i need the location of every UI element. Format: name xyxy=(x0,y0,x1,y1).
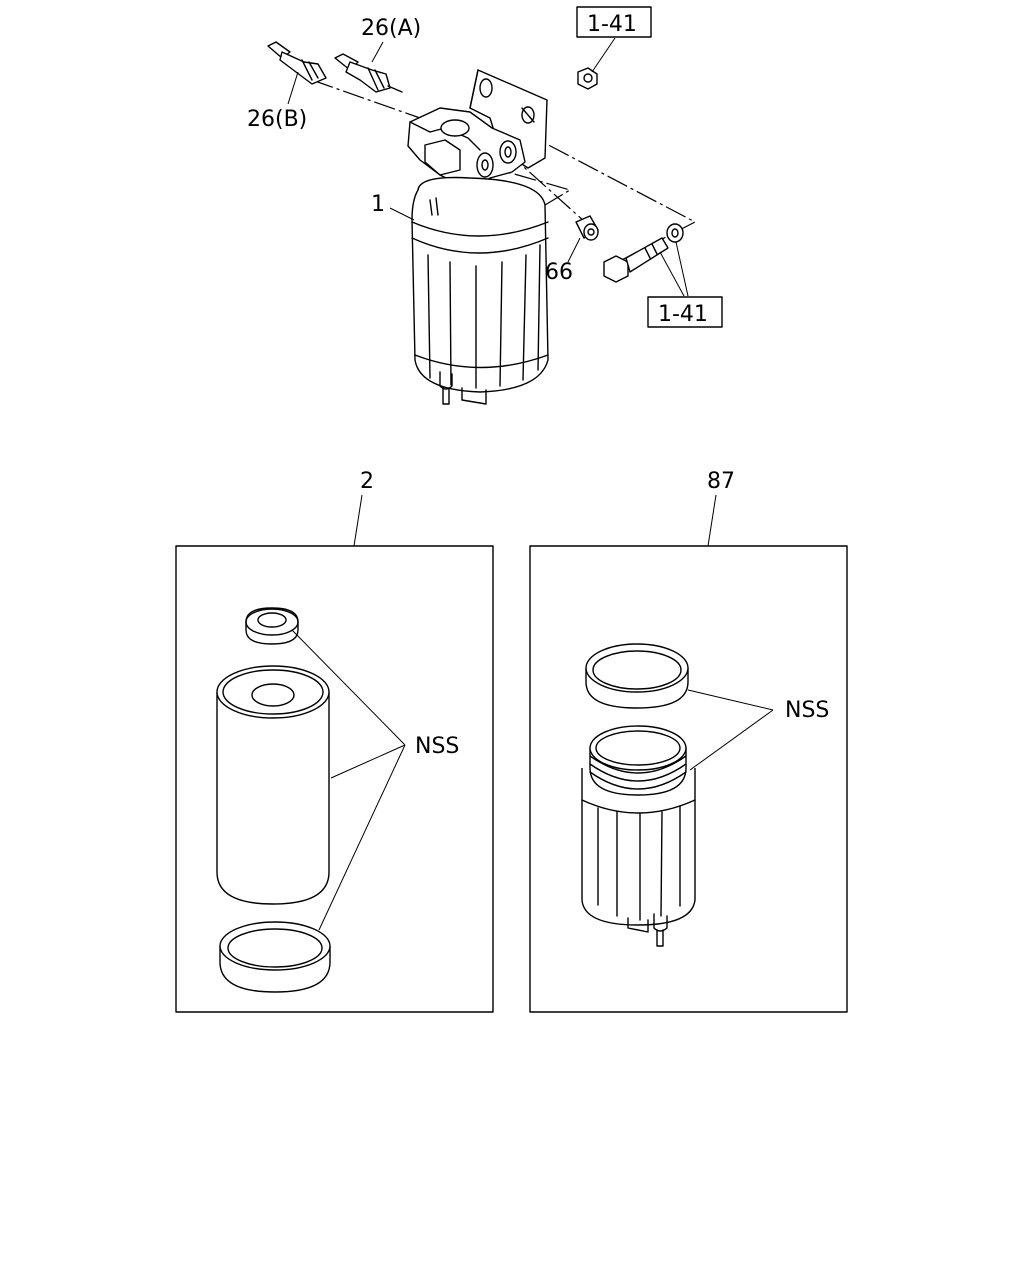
leader-26a xyxy=(371,41,384,63)
plug-66 xyxy=(575,215,599,241)
leader-part-87 xyxy=(707,494,717,547)
leader-part-2 xyxy=(353,494,363,547)
fitting-26a xyxy=(334,53,403,93)
hex-nut xyxy=(577,67,598,90)
label-part-66: 66 xyxy=(545,260,573,285)
bowl xyxy=(581,725,696,947)
panel-part-2: 2 NSS xyxy=(175,469,494,1013)
panel-frame-left xyxy=(175,545,494,1013)
sealing-ring-right xyxy=(585,643,689,709)
label-nss-right: NSS xyxy=(785,698,829,723)
label-ref-top: 1-41 xyxy=(587,12,637,37)
panel-frame-right xyxy=(529,545,848,1013)
leader-part-66 xyxy=(567,237,581,263)
leader-ref-bottom-b xyxy=(675,241,689,297)
filter-bowl xyxy=(411,176,549,405)
label-ref-bottom: 1-41 xyxy=(658,302,708,327)
sealing-ring-left xyxy=(219,921,331,993)
label-26b: 26(B) xyxy=(247,107,307,132)
leader-nss-left-3 xyxy=(318,744,406,931)
ref-box-bottom xyxy=(647,296,723,328)
leader-nss-right-1 xyxy=(687,689,774,711)
ref-box-top xyxy=(576,6,652,38)
label-part-1: 1 xyxy=(371,192,385,217)
label-nss-left: NSS xyxy=(415,734,459,759)
leader-nss-left-2 xyxy=(330,744,406,779)
label-part-2: 2 xyxy=(360,469,374,494)
bolt-and-washer xyxy=(603,223,684,283)
leader-nss-left-1 xyxy=(291,629,406,746)
fitting-26b xyxy=(267,41,327,85)
label-26a: 26(A) xyxy=(361,16,421,41)
filter-element xyxy=(216,665,330,905)
label-part-87: 87 xyxy=(707,469,735,494)
leader-26b xyxy=(287,71,299,105)
grommet xyxy=(245,607,299,645)
leader-part-1 xyxy=(389,207,415,221)
leader-ref-bottom-a xyxy=(659,251,685,297)
leader-nss-right-2 xyxy=(689,709,774,771)
leader-ref-top xyxy=(591,37,616,73)
panel-part-87: 87 NS xyxy=(529,469,848,1013)
filter-assembly: 26(A) 26(B) 1-41 1 66 1-41 xyxy=(247,6,723,405)
filter-head xyxy=(407,107,526,187)
